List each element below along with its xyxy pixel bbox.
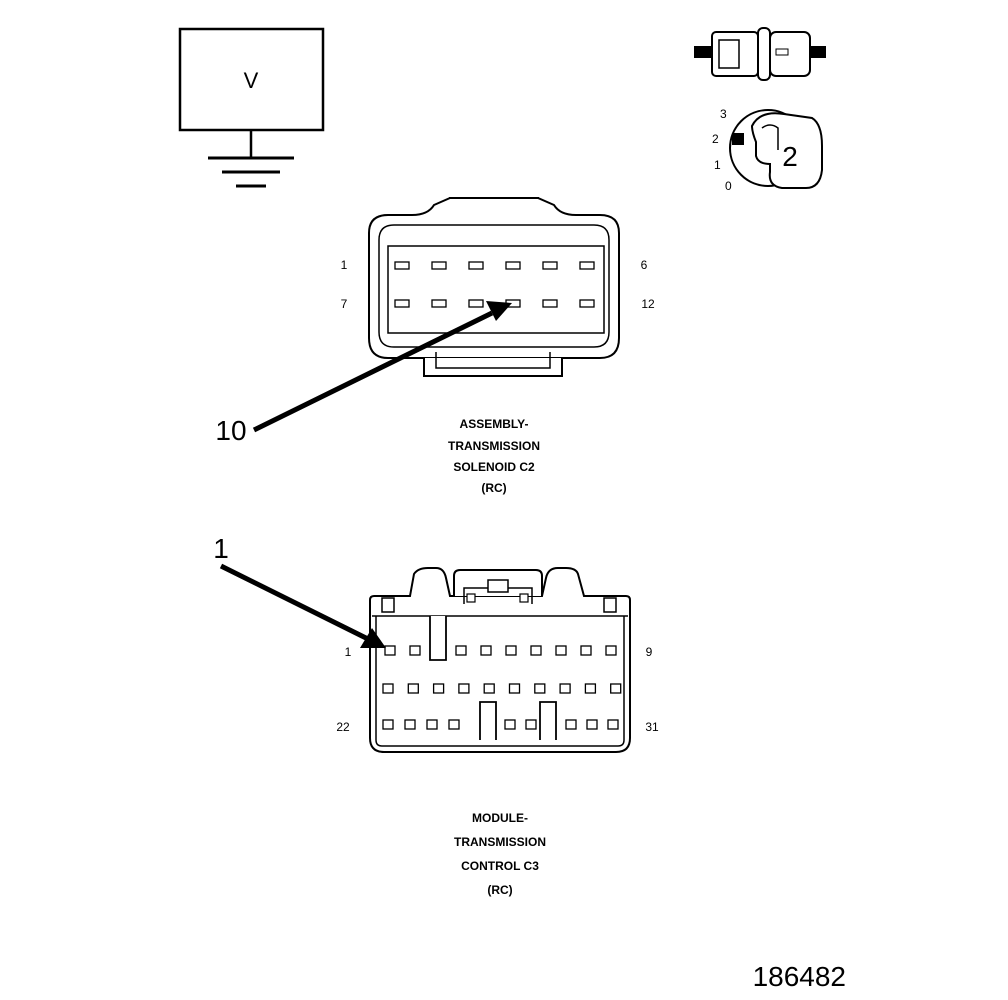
connector-c2: 1 6 7 12 <box>341 197 655 377</box>
c2-probe-pin-label: 10 <box>215 415 246 446</box>
c3-pin-cavity <box>555 645 567 656</box>
voltmeter-body <box>178 27 325 132</box>
c3-pin-cavity <box>448 719 460 730</box>
c3-title-line-2: TRANSMISSION <box>454 835 546 849</box>
c3-pin-cavity <box>505 645 517 656</box>
position-label-0: 0 <box>725 179 732 193</box>
position-label-1: 1 <box>714 158 721 172</box>
position-marker <box>732 133 744 145</box>
c3-pin-label-22: 22 <box>336 720 350 734</box>
c3-probe-arrow: 1 <box>213 533 386 648</box>
c3-pin-cavity <box>407 683 419 694</box>
c3-pin-cavity <box>580 645 592 656</box>
ground-icon <box>208 156 294 188</box>
c3-pin-cavity <box>404 719 416 730</box>
c3-title: MODULE- TRANSMISSION CONTROL C3 (RC) <box>454 811 546 897</box>
connector-c3: 1 9 22 31 <box>336 567 659 753</box>
c2-title: ASSEMBLY- TRANSMISSION SOLENOID C2 (RC) <box>448 417 540 495</box>
c2-pin-label-1: 1 <box>341 258 348 272</box>
c3-pin-cavity <box>483 683 495 694</box>
position-label-2: 2 <box>712 132 719 146</box>
c2-pin-label-7: 7 <box>341 297 348 311</box>
c2-pin-cavity <box>579 299 595 308</box>
c3-pin-cavity <box>384 645 396 656</box>
c3-pin-cavity <box>480 645 492 656</box>
c2-pin-cavity <box>468 261 484 270</box>
c3-pin-cavity <box>426 719 438 730</box>
c3-pin-cavity <box>607 719 619 730</box>
voltmeter-label: V <box>244 68 259 93</box>
c2-pin-cavity <box>579 261 595 270</box>
c3-pin-label-31: 31 <box>645 720 659 734</box>
c3-pin-cavity <box>432 683 445 694</box>
c2-pin-cavity <box>505 261 521 270</box>
c2-title-line-4: (RC) <box>481 481 506 495</box>
c3-title-line-1: MODULE- <box>472 811 528 825</box>
c3-pin-cavity <box>605 645 617 656</box>
c3-pin-cavity <box>508 683 521 694</box>
c2-title-line-1: ASSEMBLY- <box>460 417 529 431</box>
c3-title-line-4: (RC) <box>487 883 512 897</box>
c3-pin-cavity <box>409 645 421 656</box>
c3-pin-cavity <box>382 683 394 694</box>
c2-pin-cavity <box>394 261 410 270</box>
c2-pin-cavity <box>542 261 558 270</box>
c2-pin-cavity <box>468 299 484 308</box>
c2-title-line-3: SOLENOID C2 <box>453 460 535 474</box>
connector-icon <box>694 27 826 81</box>
figure-number: 186482 <box>753 961 846 992</box>
c3-pin-cavity <box>504 719 516 730</box>
c2-pin-label-12: 12 <box>641 297 655 311</box>
ignition-switch-icon: 3 2 1 0 2 <box>712 107 823 193</box>
c2-pin-cavity <box>431 261 447 270</box>
voltmeter: V <box>178 27 325 188</box>
c3-pin-cavity <box>534 683 546 694</box>
c2-pin-cavities <box>394 261 595 308</box>
c2-pin-label-6: 6 <box>641 258 648 272</box>
c2-pin-cavity <box>542 299 558 308</box>
c3-pin-cavity <box>525 719 537 730</box>
c3-pin-label-1: 1 <box>345 645 352 659</box>
c3-pin-cavities <box>382 645 622 730</box>
c2-pin-cavity <box>394 299 410 308</box>
position-label-3: 3 <box>720 107 727 121</box>
c3-probe-pin-label: 1 <box>213 533 229 564</box>
c3-pin-cavity <box>610 683 622 694</box>
c2-title-line-2: TRANSMISSION <box>448 439 540 453</box>
c3-pin-cavity <box>586 719 598 730</box>
c3-pin-cavity <box>530 645 542 656</box>
c2-pin-cavity <box>431 299 447 308</box>
c3-pin-cavity <box>565 719 577 730</box>
c3-pin-cavity <box>382 719 394 730</box>
c2-probe-arrow: 10 <box>215 301 512 446</box>
c3-pin-cavity <box>559 683 571 694</box>
c3-pin-cavity <box>455 645 467 656</box>
c3-title-line-3: CONTROL C3 <box>461 859 539 873</box>
c3-pin-label-9: 9 <box>646 645 653 659</box>
c3-pin-cavity <box>458 683 470 694</box>
selected-position: 2 <box>782 141 798 172</box>
c3-pin-cavity <box>584 683 597 694</box>
